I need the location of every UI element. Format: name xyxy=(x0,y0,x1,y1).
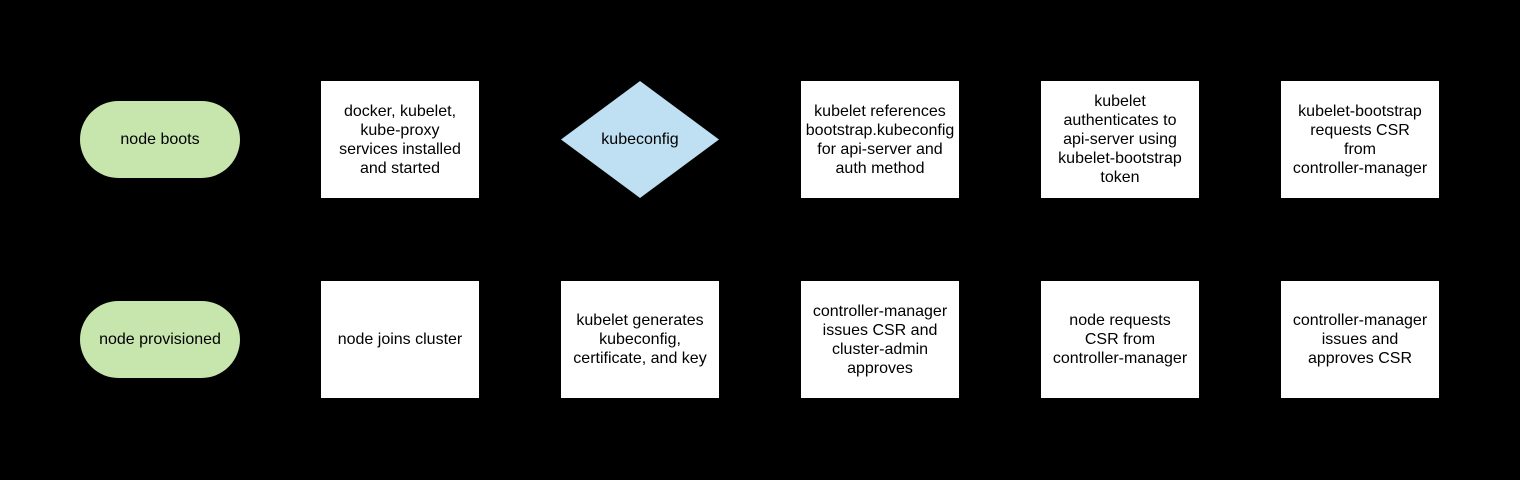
process-controller-manager-issues-approves-csr: controller-manager issues and approves C… xyxy=(1281,281,1439,398)
process-services-installed-started: docker, kubelet, kube-proxy services ins… xyxy=(321,81,479,198)
node-label: controller-manager issues CSR and cluste… xyxy=(812,302,948,377)
node-label: kubeconfig xyxy=(601,131,679,148)
process-node-requests-csr: node requests CSR from controller-manage… xyxy=(1041,281,1199,398)
node-label: kubelet authenticates to api-server usin… xyxy=(1058,93,1182,186)
node-label: docker, kubelet, kube-proxy services ins… xyxy=(339,102,461,177)
node-label: controller-manager issues and approves C… xyxy=(1292,312,1428,367)
process-kubelet-generates-kubeconfig: kubelet generates kubeconfig, certificat… xyxy=(561,281,719,398)
terminal-node-provisioned: node provisioned xyxy=(80,301,240,378)
node-label: node provisioned xyxy=(99,331,221,348)
process-node-joins-cluster: node joins cluster xyxy=(321,281,479,398)
process-kubelet-bootstrap-requests-csr: kubelet-bootstrap requests CSR from cont… xyxy=(1281,81,1439,198)
node-label: node requests CSR from controller-manage… xyxy=(1052,312,1188,367)
process-kubelet-authenticates-api-server: kubelet authenticates to api-server usin… xyxy=(1041,81,1199,198)
node-label: kubelet references bootstrap.kubeconfig … xyxy=(805,102,955,177)
node-label: kubelet generates kubeconfig, certificat… xyxy=(573,312,707,367)
node-label: node boots xyxy=(120,131,200,148)
terminal-node-boots: node boots xyxy=(80,101,240,178)
decision-kubeconfig: kubeconfig xyxy=(561,81,719,198)
node-label: node joins cluster xyxy=(337,331,463,348)
process-kubelet-references-bootstrap-kubeconfig: kubelet references bootstrap.kubeconfig … xyxy=(801,81,959,198)
process-controller-manager-issues-csr-cluster-admin-approves: controller-manager issues CSR and cluste… xyxy=(801,281,959,398)
node-label: kubelet-bootstrap requests CSR from cont… xyxy=(1292,102,1428,177)
